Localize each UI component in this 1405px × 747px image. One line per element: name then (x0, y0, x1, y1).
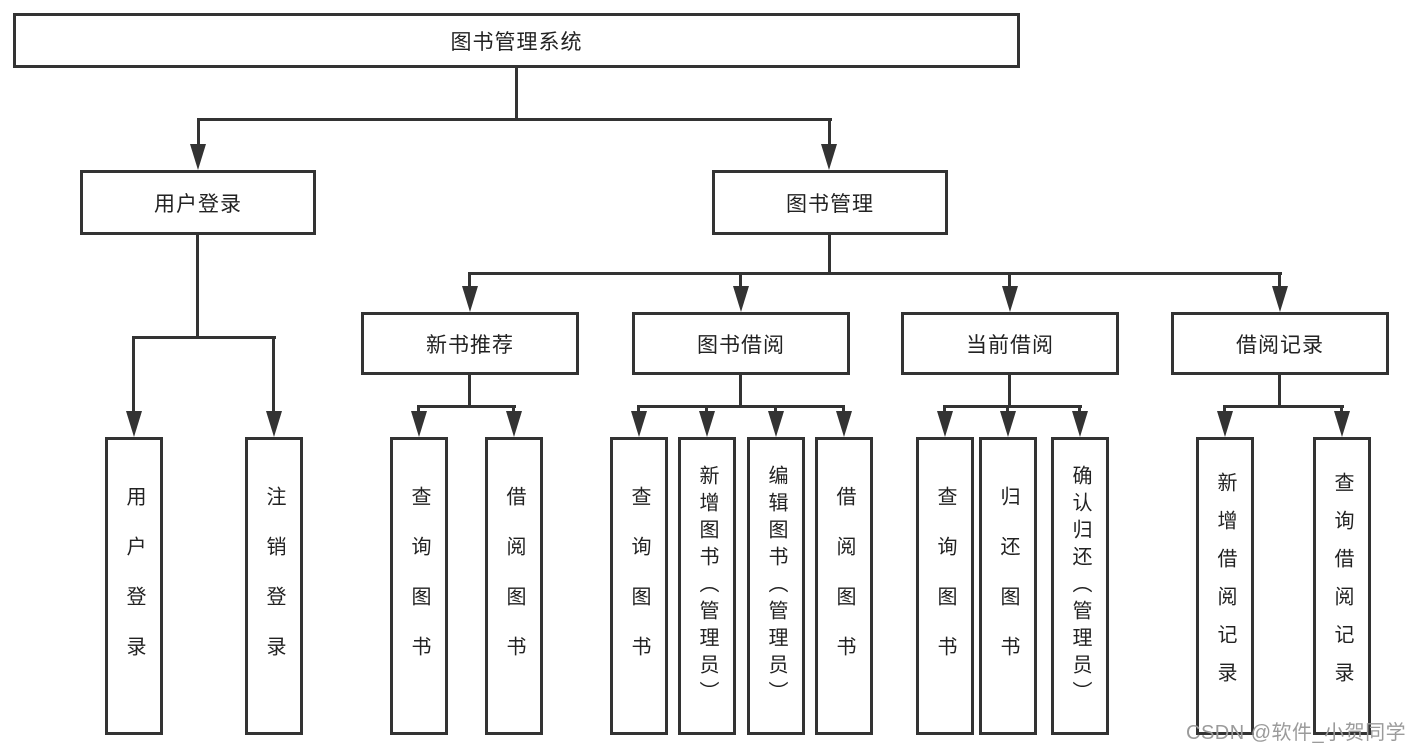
connector-line (132, 336, 135, 413)
node-library-management-system: 图书管理系统 (13, 13, 1020, 68)
arrow-down-icon (937, 411, 953, 437)
arrow-down-icon (506, 411, 522, 437)
connector-line (739, 373, 742, 408)
leaf-label: 查询图书 (934, 486, 956, 686)
connector-line (842, 405, 845, 413)
connector-line (943, 405, 946, 413)
arrow-down-icon (699, 411, 715, 437)
connector-line (1223, 405, 1344, 408)
connector-line (943, 405, 1082, 408)
leaf-label: 借阅图书 (833, 486, 855, 686)
connector-line (197, 118, 832, 121)
connector-line (774, 405, 777, 413)
connector-line (637, 405, 845, 408)
leaf-label: 新增图书（管理员） (696, 464, 718, 708)
connector-line (197, 118, 200, 146)
leaf-query-books: 查询图书 (610, 437, 668, 735)
node-book-management: 图书管理 (712, 170, 948, 235)
arrow-down-icon (821, 144, 837, 170)
connector-line (468, 373, 471, 408)
arrow-down-icon (266, 411, 282, 437)
node-borrowing-records: 借阅记录 (1171, 312, 1389, 375)
arrow-down-icon (1334, 411, 1350, 437)
leaf-label: 编辑图书（管理员） (765, 464, 787, 708)
connector-line (828, 233, 831, 275)
connector-line (1078, 405, 1081, 413)
node-label: 借阅记录 (1236, 333, 1324, 357)
node-label: 图书借阅 (697, 333, 785, 357)
connector-line (133, 336, 276, 339)
leaf-query-books: 查询图书 (390, 437, 448, 735)
arrow-down-icon (836, 411, 852, 437)
connector-line (1006, 405, 1009, 413)
arrow-down-icon (1217, 411, 1233, 437)
arrow-down-icon (1000, 411, 1016, 437)
arrow-down-icon (411, 411, 427, 437)
leaf-return-books: 归还图书 (979, 437, 1037, 735)
connector-line (272, 336, 275, 413)
connector-line (739, 272, 742, 288)
arrow-down-icon (462, 286, 478, 312)
leaf-label: 查询图书 (628, 486, 650, 686)
connector-line (1223, 405, 1226, 413)
connector-line (1008, 272, 1011, 288)
leaf-label: 确认归还（管理员） (1069, 464, 1091, 708)
arrow-down-icon (1002, 286, 1018, 312)
arrow-down-icon (1272, 286, 1288, 312)
connector-line (417, 405, 516, 408)
connector-line (469, 272, 1282, 275)
connector-line (705, 405, 708, 413)
leaf-borrow-books: 借阅图书 (815, 437, 873, 735)
node-current-borrowing: 当前借阅 (901, 312, 1119, 375)
leaf-query-borrow-record: 查询借阅记录 (1313, 437, 1371, 735)
connector-line (1278, 272, 1281, 288)
connector-line (196, 233, 199, 338)
leaf-add-books-admin: 新增图书（管理员） (678, 437, 736, 735)
leaf-label: 查询图书 (408, 486, 430, 686)
connector-line (1340, 405, 1343, 413)
arrow-down-icon (126, 411, 142, 437)
leaf-logout-login: 注销登录 (245, 437, 303, 735)
leaf-label: 归还图书 (997, 486, 1019, 686)
arrow-down-icon (631, 411, 647, 437)
leaf-label: 新增借阅记录 (1214, 472, 1236, 700)
node-label: 用户登录 (154, 192, 242, 216)
node-user-login: 用户登录 (80, 170, 316, 235)
node-label: 新书推荐 (426, 333, 514, 357)
leaf-label: 查询借阅记录 (1331, 472, 1353, 700)
leaf-query-books: 查询图书 (916, 437, 974, 735)
leaf-label: 用户登录 (123, 486, 145, 686)
leaf-label: 借阅图书 (503, 486, 525, 686)
connector-line (828, 118, 831, 146)
arrow-down-icon (1072, 411, 1088, 437)
csdn-watermark: CSDN @软件_小贺同学 (1186, 722, 1405, 744)
node-label: 图书管理系统 (450, 30, 583, 54)
leaf-borrow-books: 借阅图书 (485, 437, 543, 735)
leaf-confirm-return-admin: 确认归还（管理员） (1051, 437, 1109, 735)
arrow-down-icon (768, 411, 784, 437)
leaf-label: 注销登录 (263, 486, 285, 686)
connector-line (417, 405, 420, 413)
leaf-user-login: 用户登录 (105, 437, 163, 735)
connector-line (1008, 373, 1011, 408)
arrow-down-icon (190, 144, 206, 170)
node-book-borrowing: 图书借阅 (632, 312, 850, 375)
arrow-down-icon (733, 286, 749, 312)
connector-line (637, 405, 640, 413)
connector-line (1278, 373, 1281, 408)
connector-line (515, 66, 518, 120)
node-label: 图书管理 (786, 192, 874, 216)
node-label: 当前借阅 (966, 333, 1054, 357)
connector-line (468, 272, 471, 288)
leaf-add-borrow-record: 新增借阅记录 (1196, 437, 1254, 735)
connector-line (512, 405, 515, 413)
leaf-edit-books-admin: 编辑图书（管理员） (747, 437, 805, 735)
node-new-book-recommendation: 新书推荐 (361, 312, 579, 375)
